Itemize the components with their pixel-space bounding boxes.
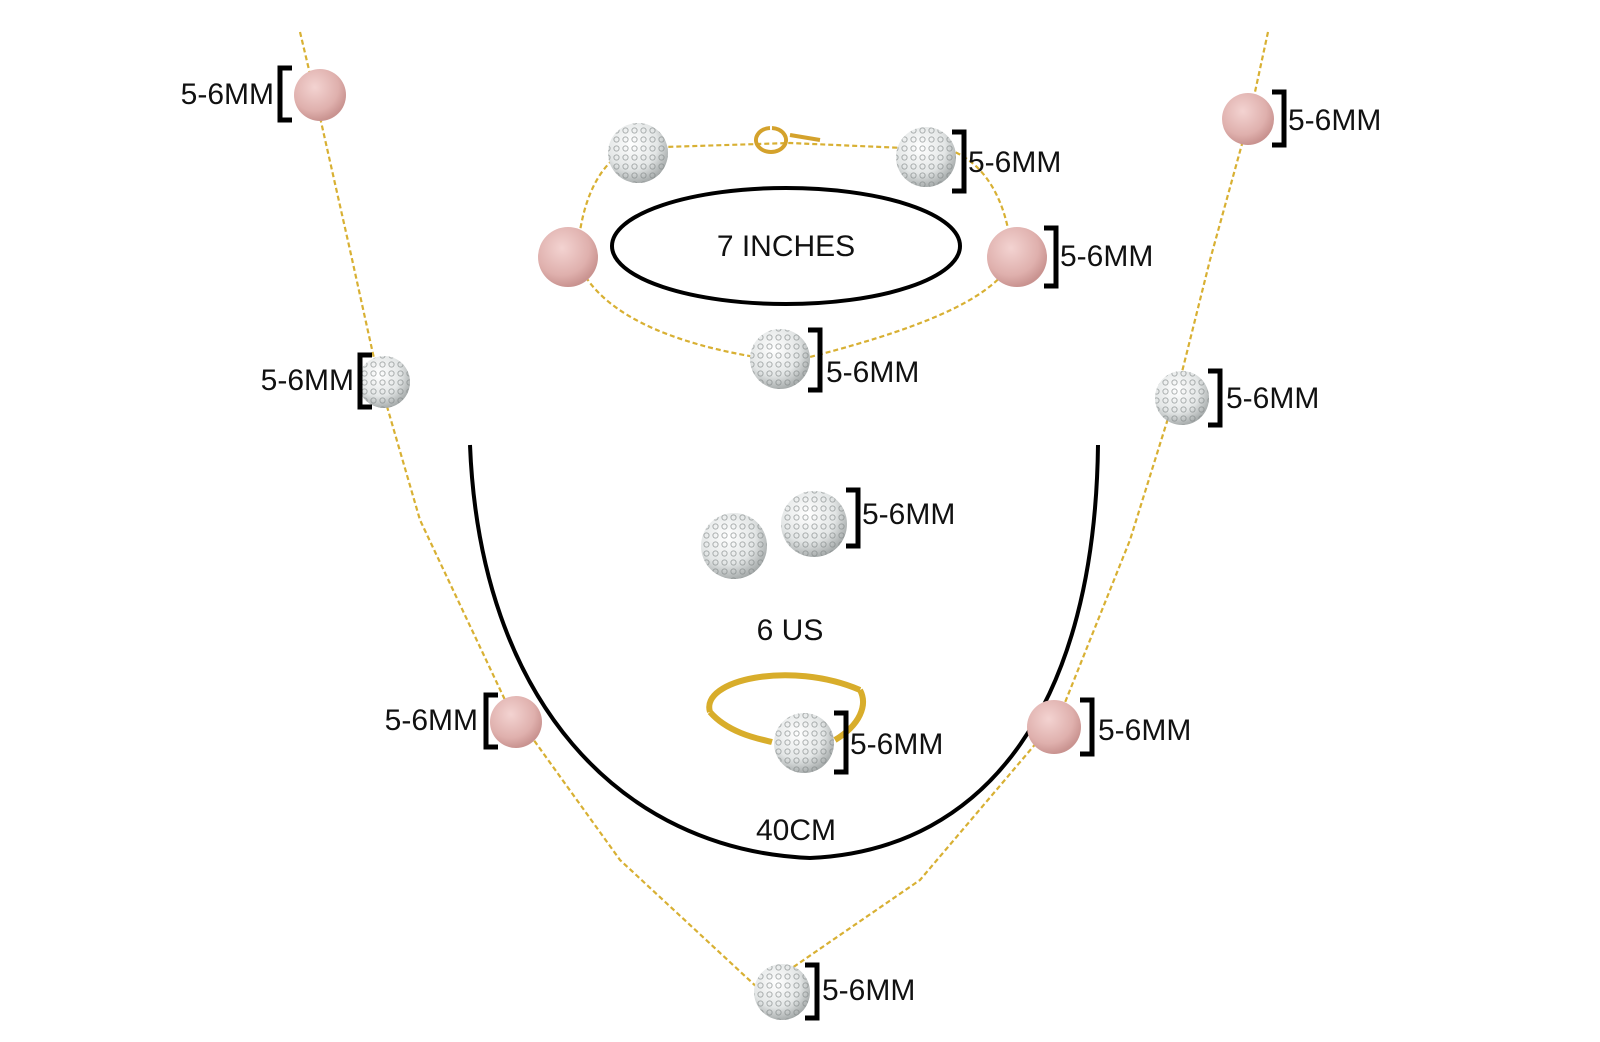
- earring-right: [781, 491, 847, 557]
- label-necklace-left-3: 5-6MM: [385, 704, 478, 737]
- label-necklace-left-1: 5-6MM: [181, 78, 274, 111]
- necklace-chain-right: [759, 31, 1270, 991]
- bracelet-clasp: [754, 126, 821, 154]
- necklace-length-label: 40CM: [756, 814, 836, 847]
- label-necklace-bottom: 5-6MM: [822, 974, 915, 1007]
- label-bracelet-right: 5-6MM: [1060, 240, 1153, 273]
- bracket-necklace-right-2: [1208, 368, 1223, 428]
- necklace-bead-crystal-right: [1155, 371, 1209, 425]
- bracelet-bead-pink-left: [538, 227, 598, 287]
- necklace-bead-pink-right-top: [1222, 93, 1274, 145]
- necklace-bead-pink-left-top: [294, 69, 346, 121]
- bracket-bracelet-bottom: [808, 327, 823, 393]
- label-bracelet-bottom: 5-6MM: [826, 356, 919, 389]
- necklace-bead-pink-right-bottom: [1027, 700, 1081, 754]
- necklace-bead-crystal-left: [358, 356, 410, 408]
- bracelet-bead-pink-right: [987, 227, 1047, 287]
- label-necklace-left-2: 5-6MM: [261, 364, 354, 397]
- bracket-bracelet-top-right: [952, 129, 967, 194]
- ring-size-label: 6 US: [757, 614, 824, 647]
- bracket-earrings: [846, 487, 861, 549]
- ring-bead-crystal: [774, 713, 834, 773]
- bracket-necklace-bottom: [805, 962, 820, 1021]
- bracket-necklace-left-3: [483, 692, 498, 750]
- earring-left: [701, 513, 767, 579]
- necklace-bead-pink-left-bottom: [490, 696, 542, 748]
- bracelet-bead-crystal-bottom: [750, 329, 810, 389]
- bracelet-bead-crystal-top-left: [608, 123, 668, 183]
- bracket-bracelet-right: [1044, 225, 1059, 289]
- bracket-necklace-right-1: [1272, 89, 1287, 148]
- bracket-necklace-left-1: [277, 65, 292, 123]
- necklace-length-curve: [468, 444, 1100, 861]
- bracket-necklace-left-2: [357, 352, 372, 410]
- label-ring-bead: 5-6MM: [850, 728, 943, 761]
- necklace-bead-crystal-bottom: [754, 964, 810, 1020]
- bracket-ring: [834, 710, 849, 775]
- label-necklace-right-3: 5-6MM: [1098, 714, 1191, 747]
- label-necklace-right-1: 5-6MM: [1288, 104, 1381, 137]
- necklace-chain-left: [298, 31, 761, 991]
- bracelet-bead-crystal-top-right: [896, 127, 956, 187]
- label-necklace-right-2: 5-6MM: [1226, 382, 1319, 415]
- ring-band: [706, 672, 866, 745]
- label-earrings: 5-6MM: [862, 498, 955, 531]
- label-bracelet-top-right: 5-6MM: [968, 146, 1061, 179]
- bracelet-length-label: 7 INCHES: [717, 230, 855, 263]
- bracelet-length-ellipse: [610, 186, 962, 306]
- bracket-necklace-right-3: [1080, 697, 1095, 757]
